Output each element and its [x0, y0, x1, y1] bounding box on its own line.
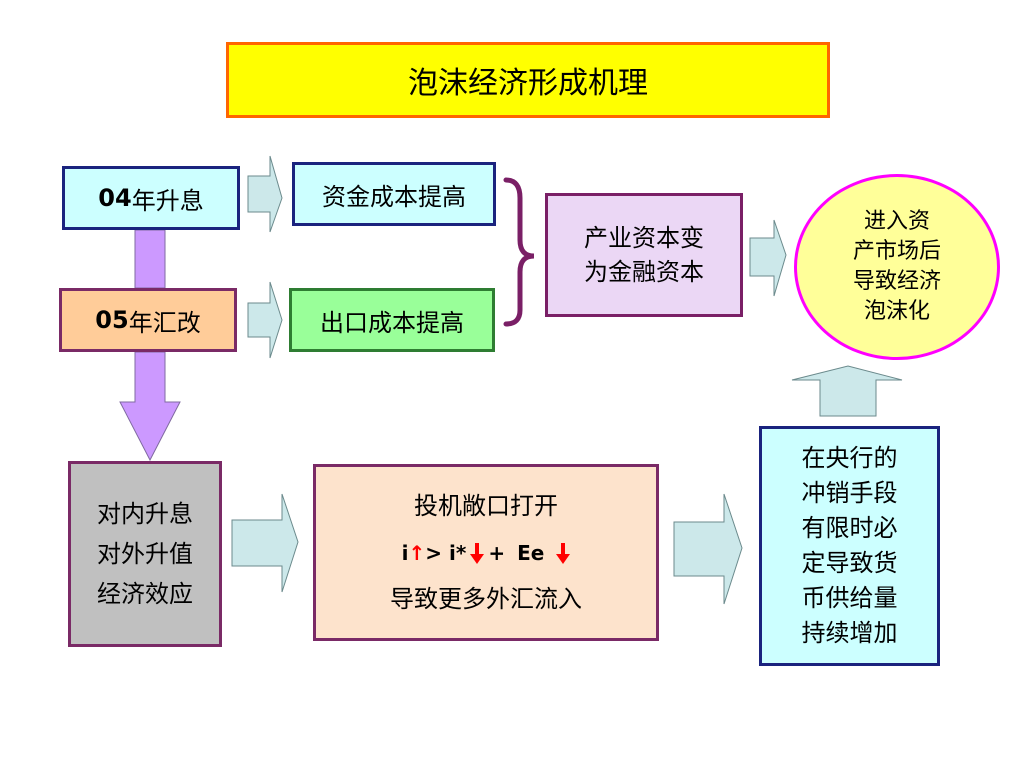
effect-line-1: 对内升息	[97, 500, 193, 528]
arrow-spec-to-central	[673, 493, 743, 605]
bubble-line-4: 泡沫化	[863, 299, 930, 324]
box-export-cost: 出口成本提高	[289, 288, 495, 352]
label-rate-hike: 年升息	[131, 186, 204, 215]
box-central-bank-sterilization: 在央行的 冲销手段 有限时必 定导致货 币供给量 持续增加	[759, 426, 940, 666]
capital-cost-text: 资金成本提高	[322, 182, 466, 211]
arrow-05-to-export	[247, 281, 283, 359]
arrow-industry-to-bubble	[749, 219, 787, 297]
industry-line-2: 为金融资本	[584, 258, 704, 286]
bubble-line-1: 进入资	[863, 209, 930, 234]
industry-line-1: 产业资本变	[584, 224, 704, 252]
red-down-arrow-icon	[556, 542, 571, 564]
formula-i: i	[401, 540, 409, 565]
box-industrial-to-financial: 产业资本变 为金融资本	[545, 193, 743, 317]
title-text: 泡沫经济形成机理	[408, 66, 648, 101]
formula-plus: +	[488, 540, 506, 565]
interest-parity-formula: i ↑ > i* + Ee	[402, 541, 571, 565]
effect-line-3: 经济效应	[97, 580, 193, 608]
central-line-4: 定导致货	[801, 549, 898, 577]
purple-down-arrow	[119, 351, 181, 462]
box-capital-cost: 资金成本提高	[292, 162, 496, 226]
right-brace	[503, 177, 535, 327]
export-cost-text: 出口成本提高	[320, 308, 464, 337]
bubble-line-3: 导致经济	[852, 269, 941, 294]
formula-gt-istar: > i*	[425, 540, 467, 565]
box-speculation-opening: 投机敞口打开 i ↑ > i* + Ee 导致更多外汇流入	[313, 464, 659, 641]
purple-connector-bar	[134, 229, 166, 289]
central-line-6: 持续增加	[801, 619, 898, 647]
up-arrow-icon: ↑	[408, 540, 426, 565]
bubble-line-2: 产市场后	[852, 239, 941, 264]
box-economic-effect: 对内升息 对外升值 经济效应	[68, 461, 222, 647]
red-down-arrow-icon	[470, 542, 485, 564]
central-line-5: 币供给量	[801, 584, 898, 612]
label-fx-reform: 年汇改	[128, 308, 201, 337]
central-line-1: 在央行的	[801, 444, 898, 472]
central-line-3: 有限时必	[801, 514, 898, 542]
spec-line-3: 导致更多外汇流入	[390, 584, 582, 613]
formula-ee: Ee	[517, 540, 545, 565]
year-04: 04	[98, 184, 132, 212]
bubble-outcome-circle: 进入资 产市场后 导致经济 泡沫化	[794, 174, 1000, 360]
effect-line-2: 对外升值	[97, 540, 193, 568]
year-05: 05	[95, 306, 129, 334]
spec-line-1: 投机敞口打开	[414, 491, 558, 520]
arrow-central-to-bubble	[791, 365, 903, 417]
arrow-04-to-capital	[247, 155, 283, 233]
central-line-2: 冲销手段	[801, 479, 898, 507]
diagram-title: 泡沫经济形成机理	[226, 42, 830, 118]
arrow-effect-to-spec	[231, 493, 299, 593]
